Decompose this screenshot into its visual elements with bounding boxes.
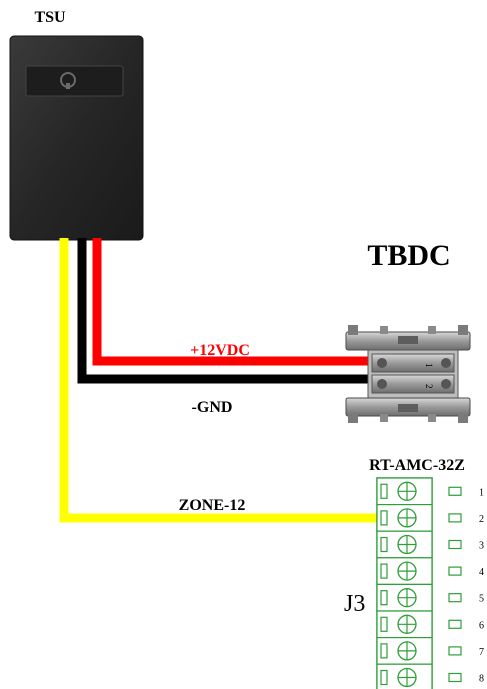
- j3-terminal-4: 4: [376, 557, 484, 585]
- j3-terminal-7: 7: [376, 636, 484, 665]
- j3-terminal-number: 4: [479, 567, 484, 578]
- j3-terminal-1: 1: [376, 477, 484, 506]
- tsu-device-icon: [9, 35, 144, 241]
- j3-terminal-strip: 1 2 3 4 5 6 7 8: [376, 477, 484, 689]
- red-wire: [92, 238, 372, 366]
- black-wire: [77, 238, 372, 384]
- j3-terminal-number: 1: [479, 487, 484, 498]
- yellow-wire: [59, 238, 380, 523]
- wires: [59, 238, 380, 523]
- j3-terminal-2: 2: [376, 504, 484, 532]
- j3-terminal-3: 3: [376, 530, 484, 559]
- j3-terminal-number: 6: [479, 620, 484, 631]
- zone12-label: ZONE-12: [179, 497, 246, 514]
- j3-label: J3: [344, 591, 365, 617]
- j3-terminal-number: 7: [479, 647, 484, 658]
- gnd-label: -GND: [192, 399, 233, 416]
- tbdc-terminal-block-icon: 1 2: [345, 325, 471, 423]
- tsu-label: TSU: [34, 9, 66, 26]
- j3-terminal-5: 5: [376, 583, 484, 612]
- j3-terminal-number: 2: [479, 514, 484, 525]
- j3-terminal-number: 3: [479, 541, 484, 552]
- j3-terminal-number: 8: [479, 674, 484, 685]
- tbdc-terminal-1: 1: [424, 363, 434, 368]
- tbdc-label: TBDC: [367, 239, 450, 272]
- j3-terminal-8: 8: [376, 663, 484, 689]
- j3-terminal-number: 5: [479, 594, 484, 605]
- j3-terminal-6: 6: [376, 610, 484, 639]
- rt-amc-label: RT-AMC-32Z: [369, 457, 465, 474]
- tbdc-terminal-2: 2: [424, 384, 434, 389]
- plus12vdc-label: +12VDC: [190, 342, 250, 359]
